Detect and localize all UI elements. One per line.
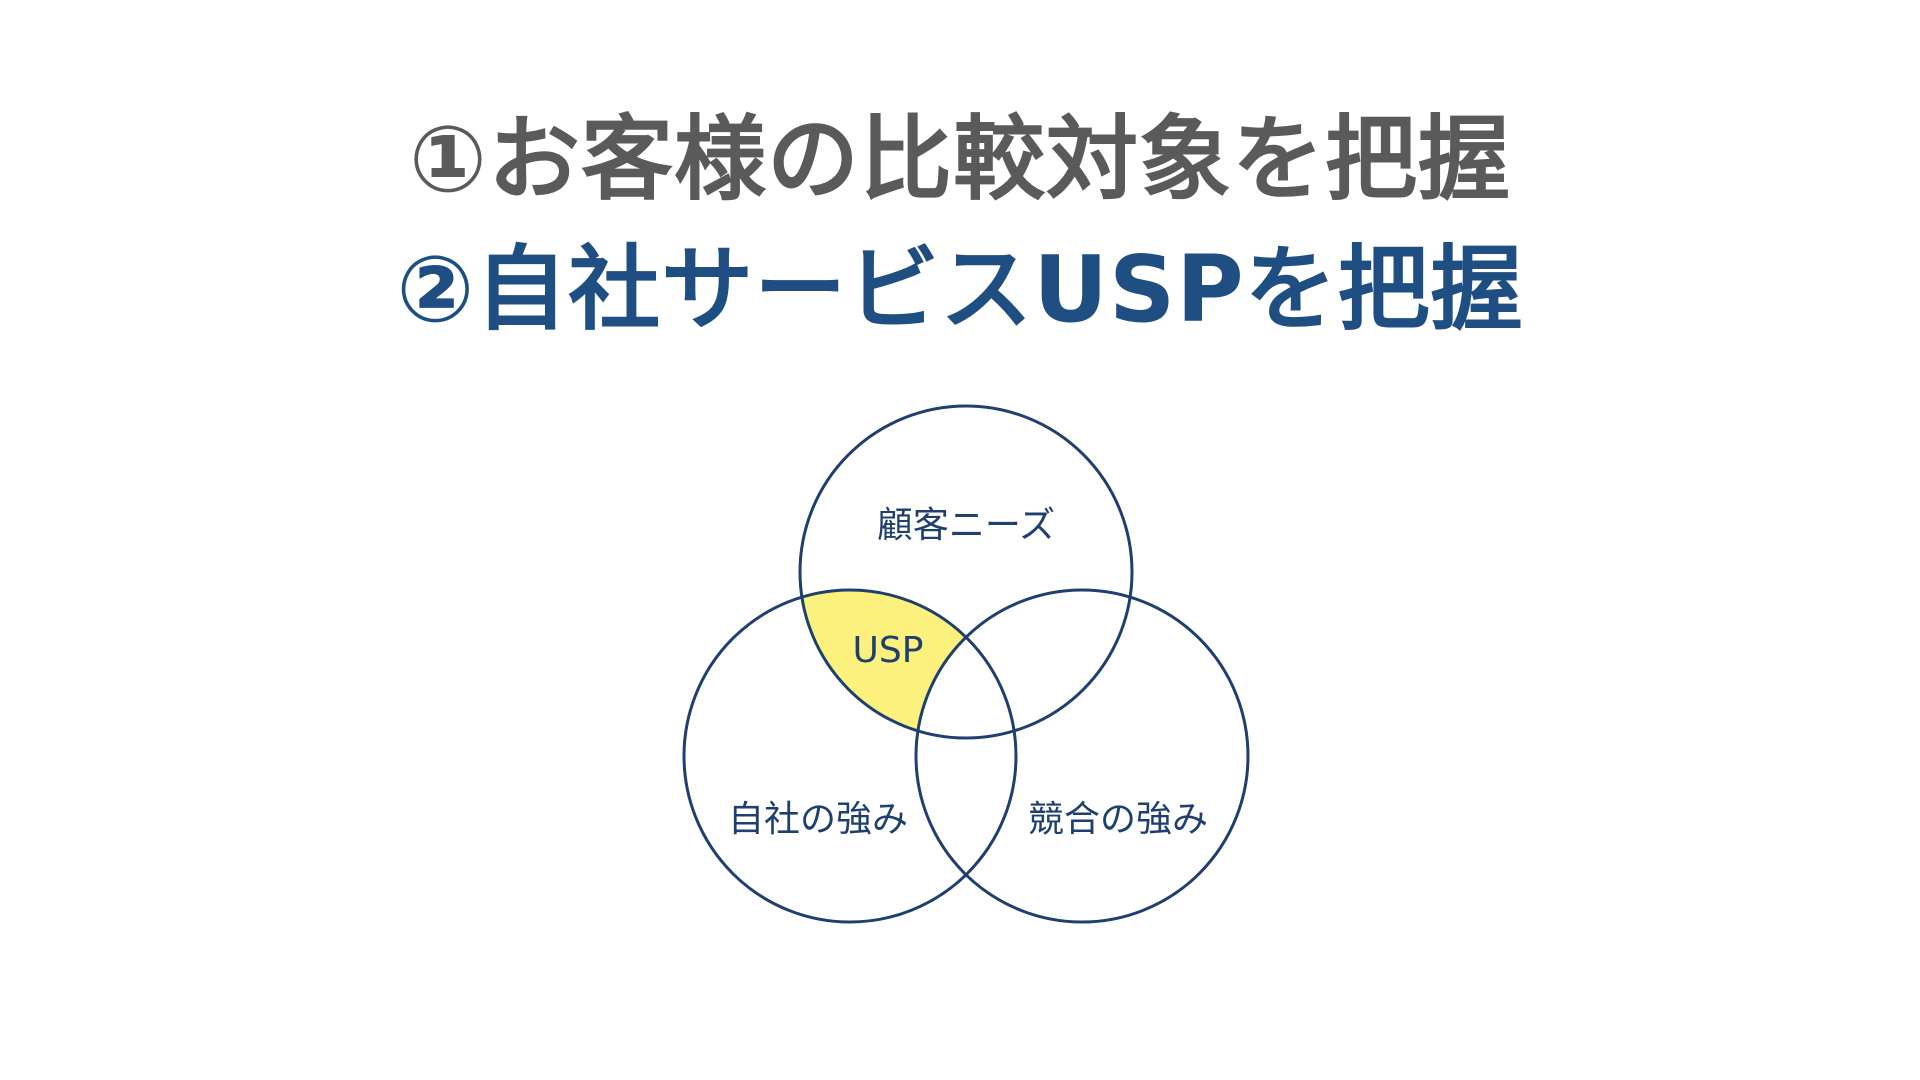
venn-label-competitor-strengths: 競合の強み (1028, 799, 1208, 840)
usp-highlight-region (800, 590, 1016, 738)
title-line-1: ①お客様の比較対象を把握 (409, 106, 1511, 213)
venn-label-usp: USP (853, 630, 924, 671)
venn-circle-competitor-strengths (914, 588, 1250, 924)
venn-circle-customer-needs (798, 404, 1134, 740)
venn-circle-own-strengths (682, 588, 1018, 924)
title-line-2: ②自社サービスUSPを把握 (396, 236, 1524, 343)
venn-label-customer-needs: 顧客ニーズ (877, 505, 1055, 546)
venn-label-own-strengths: 自社の強み (728, 799, 908, 840)
